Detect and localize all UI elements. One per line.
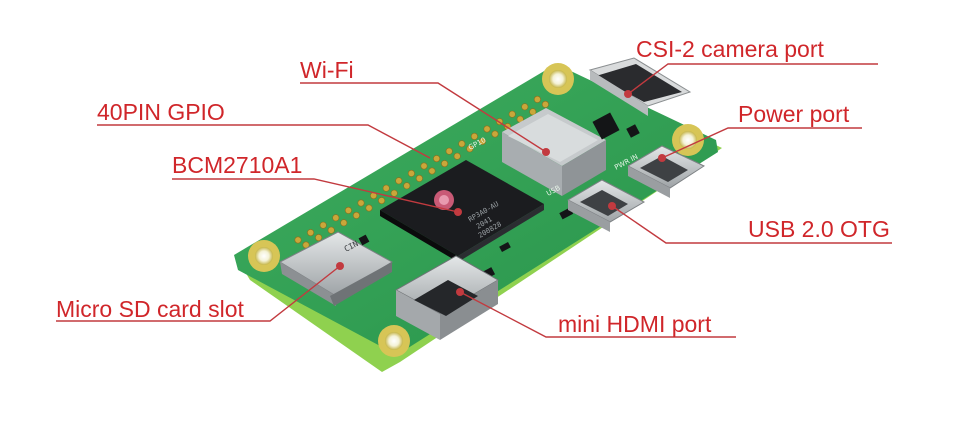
label-mini-hdmi-port: mini HDMI port — [558, 311, 712, 337]
mounting-holes — [248, 63, 704, 357]
bcm-soc-chip: RP3A0-AU 2041 200828 — [380, 160, 544, 262]
label-gpio: 40PIN GPIO — [97, 99, 225, 125]
label-csi-camera-port: CSI-2 camera port — [636, 36, 824, 62]
gpio-pad — [428, 167, 436, 175]
gpio-pad — [466, 145, 474, 153]
gpio-pad — [327, 226, 335, 234]
microsd-slot: CIN — [278, 231, 393, 306]
small-components — [358, 112, 640, 281]
label-wifi: Wi-Fi — [300, 57, 354, 83]
gpio-pad — [453, 152, 461, 160]
gpio-pad — [415, 174, 423, 182]
leader-power — [661, 127, 862, 159]
gpio-pad — [382, 184, 390, 192]
gpio-pad — [365, 204, 373, 212]
leader-microsd — [56, 265, 341, 322]
gpio-pad — [357, 199, 365, 207]
label-usb-otg: USB 2.0 OTG — [748, 216, 890, 242]
gpio-pad — [529, 108, 537, 116]
gpio-pad — [395, 177, 403, 185]
gpio-pad — [319, 221, 327, 229]
gpio-pad — [441, 160, 449, 168]
gpio-pad — [340, 219, 348, 227]
gpio-pad — [508, 110, 516, 118]
gpio-pad — [344, 206, 352, 214]
leader-dots — [336, 90, 666, 296]
gpio-pad — [315, 234, 323, 242]
gpio-pad — [403, 182, 411, 190]
mini-hdmi-port — [394, 255, 499, 340]
gpio-pad — [294, 236, 302, 244]
gpio-pad — [378, 197, 386, 205]
leader-bcm — [172, 178, 459, 213]
csi-camera-connector — [588, 57, 692, 116]
gpio-pad — [433, 155, 441, 163]
gpio-pad — [533, 95, 541, 103]
leader-hdmi — [459, 291, 736, 338]
leader-gpio — [97, 124, 431, 159]
gpio-pad — [332, 214, 340, 222]
gpio-pad — [541, 100, 549, 108]
label-bcm2710a1: BCM2710A1 — [172, 152, 303, 178]
gpio-pad — [445, 147, 453, 155]
gpio-pad — [483, 125, 491, 133]
gpio-pad — [470, 132, 478, 140]
power-port — [626, 145, 706, 198]
gpio-pad — [307, 229, 315, 237]
leader-wifi — [300, 82, 547, 153]
label-power-port: Power port — [738, 101, 850, 127]
gpio-pad — [407, 169, 415, 177]
leader-lines — [56, 63, 892, 338]
gpio-pad — [352, 211, 360, 219]
gpio-pad — [458, 140, 466, 148]
gpio-pad — [521, 103, 529, 111]
gpio-pad — [390, 189, 398, 197]
wifi-module-shield — [502, 108, 606, 196]
leader-csi — [627, 63, 878, 95]
leader-usb — [611, 205, 892, 244]
gpio-pad — [491, 130, 499, 138]
gpio-pad — [420, 162, 428, 170]
label-microsd-slot: Micro SD card slot — [56, 296, 244, 322]
gpio-pad — [478, 137, 486, 145]
